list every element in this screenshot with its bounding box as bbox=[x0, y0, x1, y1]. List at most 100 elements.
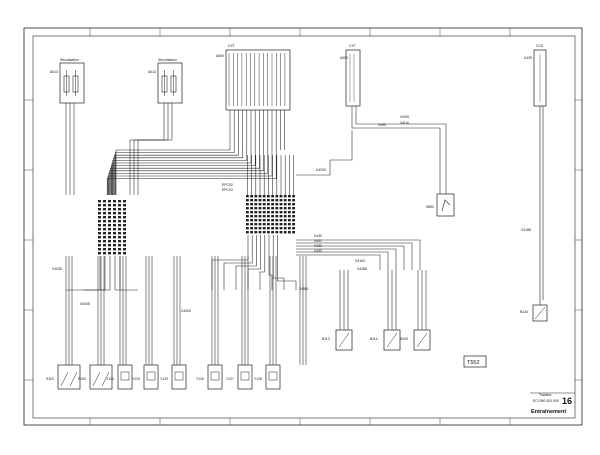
connector-label: X4/10 bbox=[400, 121, 409, 125]
connector-pin bbox=[103, 252, 106, 255]
sheet-code-box: T552 bbox=[463, 355, 487, 368]
module-header: CCU bbox=[536, 44, 544, 48]
connector-pin bbox=[254, 219, 258, 222]
component-id: Y127 bbox=[226, 377, 234, 381]
connector-pin bbox=[118, 208, 121, 211]
connector-pin bbox=[123, 204, 126, 207]
connector-pin bbox=[267, 195, 270, 198]
connector-pin bbox=[246, 223, 249, 226]
connector-pin bbox=[98, 200, 101, 203]
connector-pin bbox=[250, 223, 253, 226]
sensor-block: B114 bbox=[370, 270, 401, 351]
module-a013-left: Sécurisation A013 bbox=[50, 58, 85, 104]
connector-pin bbox=[246, 231, 249, 234]
connector-pin bbox=[103, 244, 106, 247]
wire bbox=[272, 235, 285, 290]
component-box bbox=[265, 364, 281, 390]
connector-pin bbox=[246, 199, 249, 202]
module-a050-right: CXT A050 bbox=[340, 44, 361, 107]
wire bbox=[235, 235, 257, 290]
connector-pin bbox=[275, 207, 279, 210]
connector-pin bbox=[262, 223, 266, 226]
doc-reference: ECI 090 003 008 bbox=[533, 399, 559, 403]
connector-pin bbox=[103, 228, 106, 231]
connector-pin bbox=[118, 224, 121, 227]
wire bbox=[137, 103, 173, 195]
connector-pin bbox=[271, 195, 274, 198]
component-id: Y125 bbox=[132, 377, 140, 381]
connector-pin bbox=[108, 244, 111, 247]
component-id: Y124 bbox=[106, 377, 114, 381]
module-id: A139 bbox=[524, 56, 532, 60]
connector-pin bbox=[108, 240, 111, 243]
module-a050-center: CXT A050 bbox=[216, 44, 291, 111]
connector-pin bbox=[98, 220, 101, 223]
connector-pin bbox=[288, 211, 291, 214]
connector-label: X4300 bbox=[181, 309, 191, 313]
connector-label: EPC02 bbox=[222, 183, 233, 187]
connector-pin bbox=[118, 236, 121, 239]
component-id: B113 bbox=[322, 337, 330, 341]
connector-pin bbox=[246, 219, 249, 222]
connector-pin bbox=[271, 223, 274, 226]
connector-pin bbox=[279, 227, 283, 230]
component-id: S853 bbox=[426, 205, 434, 209]
connector-pin bbox=[292, 231, 295, 234]
connector-pin bbox=[103, 224, 106, 227]
connector-pin bbox=[123, 244, 126, 247]
connector-pin bbox=[267, 223, 270, 226]
connector-pin bbox=[113, 228, 116, 231]
sheet-code: T552 bbox=[467, 360, 480, 366]
connector-pin bbox=[103, 204, 106, 207]
connector-pin bbox=[118, 252, 121, 255]
component-id: S119 bbox=[46, 377, 54, 381]
module-id: A050 bbox=[340, 56, 348, 60]
connector-pin bbox=[98, 212, 101, 215]
connector-pin bbox=[254, 199, 258, 202]
module-a139-ccu: CCU A139 bbox=[524, 44, 547, 300]
module-header: Sécurisation bbox=[60, 58, 79, 62]
connector-pin bbox=[103, 208, 106, 211]
connector-pin bbox=[283, 199, 287, 202]
component-box bbox=[143, 364, 159, 390]
wire bbox=[355, 106, 447, 194]
connector-pin bbox=[275, 199, 279, 202]
outer-frame bbox=[23, 27, 583, 426]
connector-pin bbox=[103, 220, 106, 223]
connector-pin bbox=[271, 215, 274, 218]
module-id: A013 bbox=[50, 70, 58, 74]
connector-pin bbox=[98, 228, 101, 231]
connector-pin bbox=[271, 199, 274, 202]
connector-pin bbox=[113, 248, 116, 251]
connector-pin bbox=[98, 208, 101, 211]
connector-pin bbox=[292, 223, 295, 226]
connector-pin bbox=[246, 203, 249, 206]
wire bbox=[114, 256, 120, 291]
connector-pin bbox=[292, 195, 295, 198]
connector-pin bbox=[271, 207, 274, 210]
connector-pin bbox=[258, 211, 262, 214]
component-block: Y127 bbox=[226, 364, 253, 390]
connector-pin bbox=[275, 215, 279, 218]
component-box bbox=[171, 364, 187, 390]
sensor-b134: B134 bbox=[520, 304, 548, 322]
module-a013-right: Sécurisation A013 bbox=[148, 58, 183, 104]
connector-pin bbox=[292, 207, 295, 210]
connector-pin bbox=[118, 244, 121, 247]
component-block: Y123 bbox=[160, 364, 187, 390]
connector-pin bbox=[275, 231, 279, 234]
wire bbox=[296, 239, 421, 270]
connector-pin bbox=[113, 204, 116, 207]
wire bbox=[102, 256, 111, 291]
connector-pin bbox=[118, 204, 121, 207]
connector-pin bbox=[123, 248, 126, 251]
wire bbox=[113, 150, 243, 195]
connector-pin bbox=[254, 215, 258, 218]
component-id: Y123 bbox=[160, 377, 168, 381]
component-block: Y124 bbox=[106, 364, 133, 390]
connector-pin bbox=[271, 211, 274, 214]
connector-pin bbox=[283, 219, 287, 222]
wire bbox=[268, 235, 273, 290]
